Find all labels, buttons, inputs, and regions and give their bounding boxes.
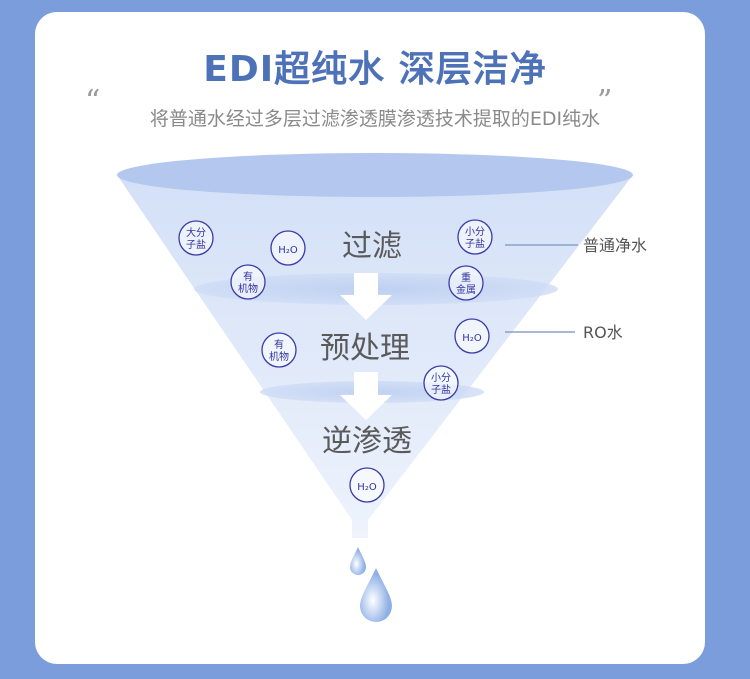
molecule-badge: H₂O bbox=[270, 230, 306, 266]
water-drop-icon bbox=[360, 568, 392, 622]
molecule-badge: 有机物 bbox=[230, 264, 266, 300]
subtitle: 将普通水经过多层过滤渗透膜渗透技术提取的EDI纯水 bbox=[149, 108, 601, 130]
molecule-label: 重 bbox=[461, 271, 471, 284]
molecule-label: 机物 bbox=[269, 350, 289, 363]
molecule-label: 有 bbox=[243, 270, 253, 283]
quote-open-icon: “ bbox=[85, 84, 101, 119]
molecule-circle bbox=[454, 318, 490, 354]
molecule-label: 金属 bbox=[456, 283, 476, 296]
arrow-down-icon bbox=[340, 273, 392, 320]
molecule-circle bbox=[457, 219, 493, 255]
stage-pretreatment: 预处理 bbox=[320, 331, 410, 366]
molecule-label: H₂O bbox=[462, 333, 482, 344]
molecule-badge: 有机物 bbox=[261, 332, 297, 368]
molecule-label: 子盐 bbox=[431, 383, 451, 396]
molecule-circle bbox=[423, 365, 459, 401]
page-title: EDI超纯水 深层洁净 bbox=[203, 49, 547, 90]
molecule-label: 子盐 bbox=[465, 237, 485, 250]
molecule-label: H₂O bbox=[278, 245, 298, 256]
molecule-label: 机物 bbox=[238, 282, 258, 295]
molecule-label: 子盐 bbox=[186, 238, 206, 251]
molecule-circle bbox=[349, 467, 385, 503]
label-ro-water: RO水 bbox=[583, 323, 623, 342]
arrow-down-icon bbox=[340, 372, 392, 420]
molecule-badge: H₂O bbox=[454, 318, 490, 354]
molecule-circle bbox=[178, 220, 214, 256]
molecule-badge: H₂O bbox=[349, 467, 385, 503]
stage-filter: 过滤 bbox=[342, 229, 402, 264]
stage-reverse-osmosis: 逆渗透 bbox=[322, 424, 412, 459]
molecule-label: 小分 bbox=[431, 372, 451, 384]
molecule-label: 小分 bbox=[465, 226, 485, 238]
molecule-badge: 重金属 bbox=[448, 265, 484, 301]
quote-close-icon: ” bbox=[597, 84, 613, 119]
molecule-circle bbox=[270, 230, 306, 266]
molecule-label: H₂O bbox=[357, 482, 377, 493]
molecule-label: 大分 bbox=[186, 226, 206, 239]
molecule-circle bbox=[448, 265, 484, 301]
molecule-label: 有 bbox=[274, 338, 284, 351]
molecule-circle bbox=[230, 264, 266, 300]
label-ordinary-water: 普通净水 bbox=[583, 236, 647, 255]
funnel-top bbox=[117, 153, 633, 197]
water-drop-icon bbox=[350, 547, 366, 575]
molecule-circle bbox=[261, 332, 297, 368]
